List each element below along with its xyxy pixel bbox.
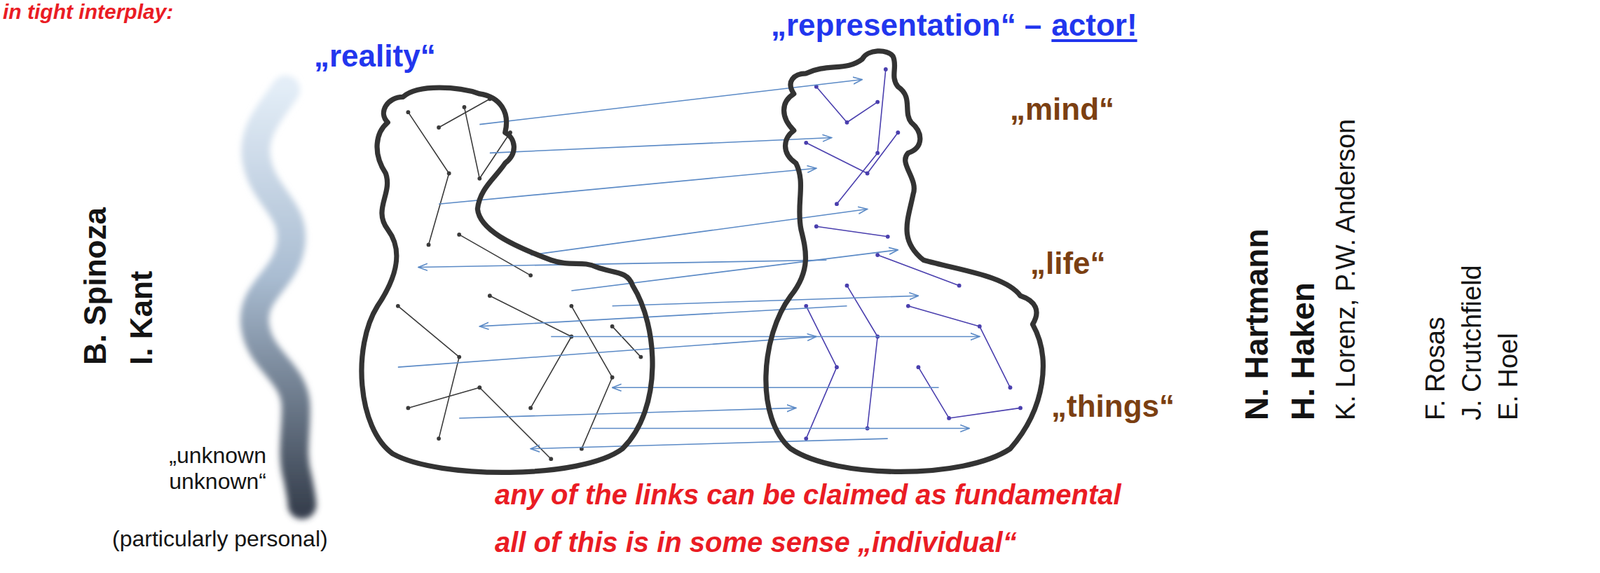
reality-region: „reality“: [308, 28, 666, 484]
level-label: „things“: [1051, 389, 1175, 424]
author-name: B. Spinoza: [78, 207, 113, 366]
statement-text: any of the links can be claimed as funda…: [494, 479, 1122, 511]
link-arrow: [530, 208, 867, 256]
region-outline-path: [766, 51, 1043, 472]
link-arrow: [479, 306, 847, 327]
author-name: K. Lorenz, P.W. Anderson: [1331, 119, 1362, 421]
heading-text: in tight interplay:: [2, 0, 174, 24]
link-arrow: [489, 138, 832, 154]
note-text: „unknown unknown“: [147, 442, 267, 495]
unknown-band: [254, 89, 303, 506]
region-heading: „representation“ –: [770, 8, 1042, 43]
author-name: H. Haken: [1285, 282, 1322, 421]
author-name: E. Hoel: [1494, 332, 1524, 421]
author-name: I. Kant: [124, 271, 159, 366]
link-arrow: [459, 407, 796, 419]
region-outline-path: [361, 87, 653, 473]
region-heading: „reality“: [313, 39, 436, 73]
link-arrow: [398, 336, 817, 368]
author-name: F. Rosas: [1421, 316, 1451, 421]
heading-row: „reality“: [313, 39, 436, 73]
region-outline: [308, 28, 666, 484]
level-label: „mind“: [1009, 92, 1115, 127]
link-arrow: [612, 386, 940, 389]
link-arrow: [479, 79, 863, 125]
reality-scribbles: [398, 98, 642, 460]
link-arrow: [612, 295, 919, 307]
link-arrow: [571, 250, 898, 291]
note-text: (particularly personal): [112, 527, 328, 552]
link-arrow: [550, 336, 980, 338]
heading-row: „representation“ – actor!: [770, 8, 1138, 43]
author-name: N. Hartmann: [1239, 229, 1275, 421]
link-arrow: [530, 438, 888, 450]
illustration-group: [254, 69, 1021, 506]
region-heading: actor!: [1051, 8, 1137, 43]
statement-text: all of this is in some sense „individual…: [494, 527, 1017, 558]
author-name: J. Crutchfield: [1457, 264, 1488, 421]
link-arrow: [591, 428, 970, 430]
level-label: „life“: [1030, 246, 1106, 281]
